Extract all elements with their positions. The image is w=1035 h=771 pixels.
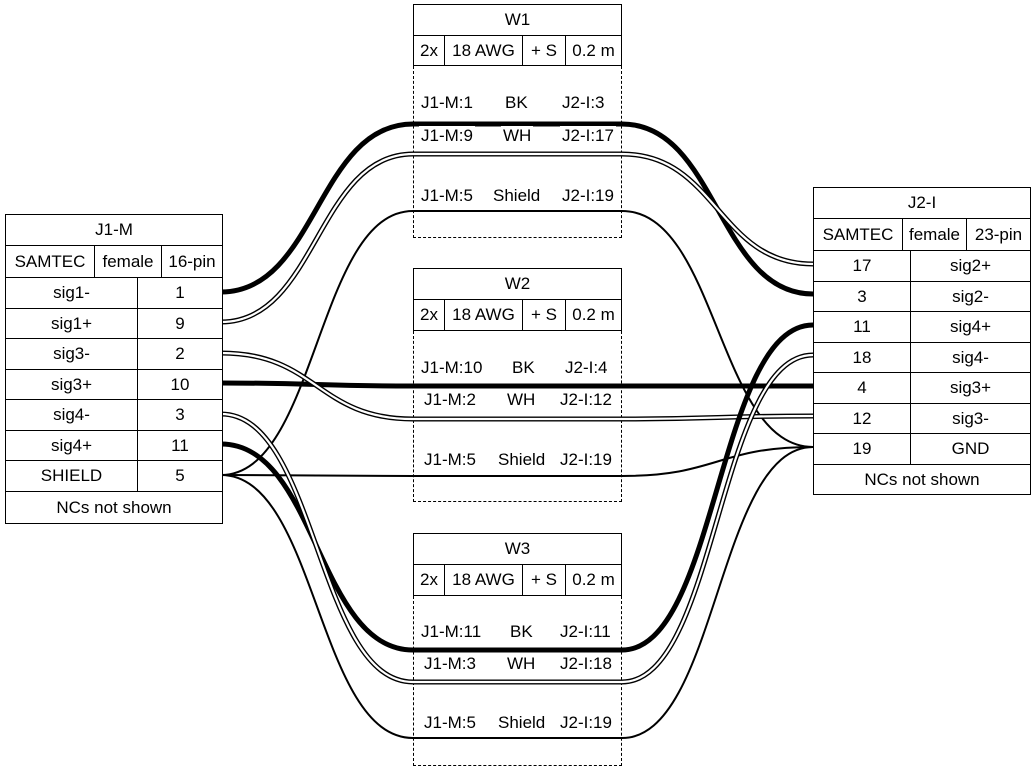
j2-signal: sig4- (910, 342, 1030, 372)
j1-signal: sig4+ (6, 430, 137, 460)
w2-wire3-path (220, 446, 814, 477)
w1-wire1-from: J1-M:1 (419, 93, 475, 113)
connector-j2-footer: NCs not shown (814, 464, 1030, 494)
j1-pin: 3 (137, 399, 222, 430)
j1-pin: 9 (137, 308, 222, 338)
j2-pin: 17 (814, 250, 910, 281)
cable-w1-header: W1 2x 18 AWG + S 0.2 m (413, 4, 622, 66)
w1-wire1-to: J2-I:3 (560, 93, 607, 113)
cable-w1-count: 2x (414, 35, 444, 65)
connector-j1-footer: NCs not shown (6, 491, 222, 523)
j1-pin: 10 (137, 369, 222, 399)
w3-wire3-to: J2-I:19 (558, 713, 614, 733)
w1-wire1-path (220, 121, 814, 297)
w1-wire1-color: BK (503, 93, 530, 113)
connector-j2-type: SAMTEC (814, 218, 902, 250)
j1-pin: 1 (137, 277, 222, 308)
connector-j1-title: J1-M (95, 220, 133, 239)
connector-j1-gender: female (94, 245, 161, 277)
w2-wire3-color: Shield (496, 450, 548, 470)
w1-wire2-path-core (220, 152, 814, 324)
w3-wire1-from: J1-M:11 (419, 622, 484, 642)
j1-signal: sig3- (6, 338, 137, 369)
j1-signal: SHIELD (6, 460, 137, 491)
w1-wire2-to: J2-I:17 (560, 126, 616, 146)
w2-wire2-color: WH (505, 390, 538, 410)
cable-w2-count: 2x (414, 299, 444, 330)
connector-j1-type: SAMTEC (6, 245, 94, 277)
cable-w2-shield: + S (522, 299, 565, 330)
w2-wire1-color: BK (510, 358, 537, 378)
w1-wire3-color: Shield (491, 186, 543, 206)
connector-j2-pincount: 23-pin (966, 218, 1030, 250)
cable-w3-shield: + S (522, 564, 565, 595)
j1-pin: 11 (137, 430, 222, 460)
j2-pin: 18 (814, 342, 910, 372)
j1-signal: sig3+ (6, 369, 137, 399)
cable-w3-header: W3 2x 18 AWG + S 0.2 m (413, 533, 622, 596)
w2-wire3-from: J1-M:5 (422, 450, 478, 470)
cable-w1-shield: + S (522, 35, 565, 65)
j1-pin: 2 (137, 338, 222, 369)
w3-wire3-from: J1-M:5 (422, 713, 478, 733)
w2-wire2-from: J1-M:2 (422, 390, 478, 410)
cable-w3-gauge: 18 AWG (444, 564, 522, 595)
j2-signal: sig3- (910, 403, 1030, 433)
w1-wire3-to: J2-I:19 (560, 186, 616, 206)
j1-signal: sig1+ (6, 308, 137, 338)
cable-w2-header: W2 2x 18 AWG + S 0.2 m (413, 268, 622, 331)
j2-signal: GND (910, 433, 1030, 464)
j2-pin: 19 (814, 433, 910, 464)
cable-w3-count: 2x (414, 564, 444, 595)
cable-w2-gauge: 18 AWG (444, 299, 522, 330)
j2-pin: 11 (814, 311, 910, 342)
w3-wire2-from: J1-M:3 (422, 654, 478, 674)
j2-pin: 4 (814, 372, 910, 403)
w1-wire2-from: J1-M:9 (419, 126, 475, 146)
j1-signal: sig1- (6, 277, 137, 308)
cable-w1-length: 0.2 m (565, 35, 621, 65)
cable-w2-title: W2 (504, 274, 531, 293)
w2-wire2-to: J2-I:12 (558, 390, 614, 410)
w2-wire1-from: J1-M:10 (419, 358, 485, 378)
cable-w2-length: 0.2 m (565, 299, 621, 330)
connector-j1-pincount: 16-pin (161, 245, 222, 277)
connector-j1-m: J1-M SAMTEC female 16-pin sig1- 1 sig1+ … (5, 214, 223, 524)
w3-wire3-path (220, 446, 814, 739)
j2-pin: 12 (814, 403, 910, 433)
j1-pin: 5 (137, 460, 222, 491)
cable-w1-title: W1 (504, 10, 531, 29)
cable-w3-title: W3 (504, 539, 531, 558)
w2-wire1-path (220, 380, 813, 389)
connector-j2-title: J2-I (907, 193, 937, 212)
j2-signal: sig3+ (910, 372, 1030, 403)
j2-signal: sig2+ (910, 250, 1030, 281)
w2-wire3-to: J2-I:19 (558, 450, 614, 470)
cable-w3-length: 0.2 m (565, 564, 621, 595)
w3-wire2-to: J2-I:18 (558, 654, 614, 674)
j2-signal: sig2- (910, 281, 1030, 311)
j2-signal: sig4+ (910, 311, 1030, 342)
w3-wire3-color: Shield (496, 713, 548, 733)
j2-pin: 3 (814, 281, 910, 311)
cable-w1-gauge: 18 AWG (444, 35, 522, 65)
w3-wire1-color: BK (508, 622, 535, 642)
w1-wire3-from: J1-M:5 (419, 186, 475, 206)
w3-wire2-color: WH (505, 654, 538, 674)
w1-wire2-color: WH (501, 126, 534, 146)
j1-signal: sig4- (6, 399, 137, 430)
w2-wire1-to: J2-I:4 (563, 358, 610, 378)
connector-j2-i: J2-I SAMTEC female 23-pin 17 sig2+ 3 sig… (813, 187, 1031, 495)
w3-wire1-path (220, 322, 814, 653)
connector-j2-gender: female (902, 218, 966, 250)
w3-wire2-path-core (220, 353, 814, 684)
w3-wire1-to: J2-I:11 (558, 622, 613, 642)
